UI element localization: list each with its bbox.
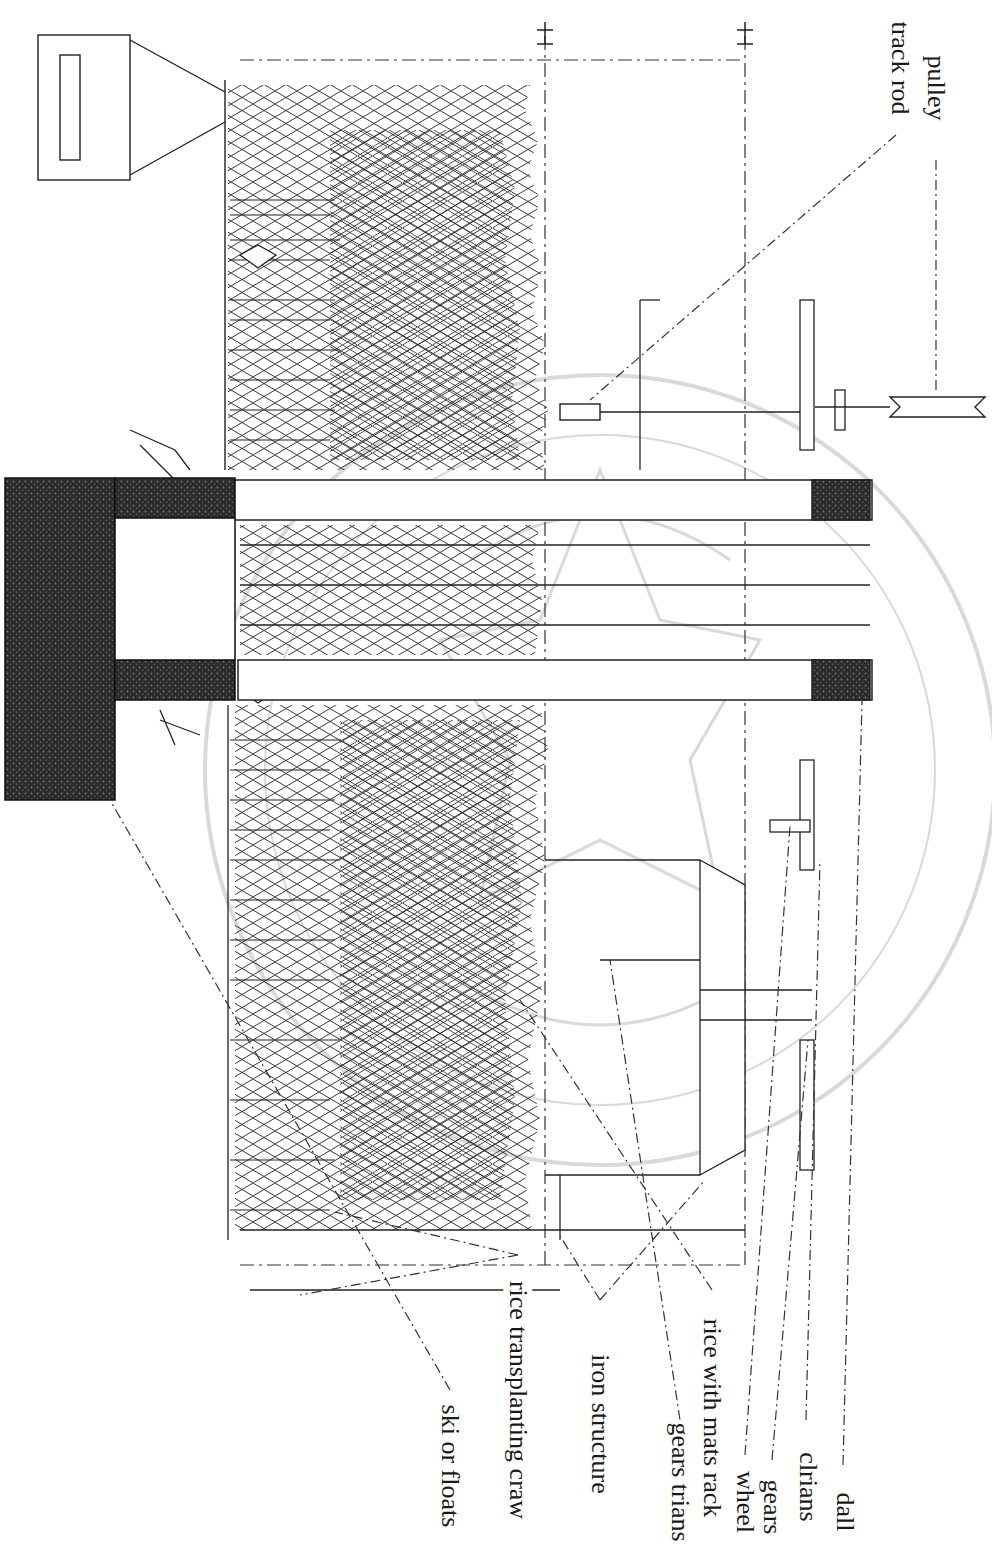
part-label: gears (758, 1477, 787, 1538)
part-label: wheel (731, 1468, 760, 1536)
gear-train (600, 300, 845, 1170)
part-label: pulley (922, 53, 951, 124)
main-beams (232, 480, 872, 700)
float-skid (5, 478, 235, 800)
part-label: rice transplanting craw (504, 1278, 533, 1522)
iron-structure (228, 705, 745, 1290)
end-marks (537, 22, 753, 44)
part-label: rice with mats rack (698, 1316, 727, 1521)
part-label: clrians (794, 1449, 823, 1524)
part-label: dall (831, 1490, 860, 1535)
transplanting-claws (230, 200, 340, 1210)
part-label: ski or floats (436, 1402, 465, 1531)
seedling-mesh (340, 720, 522, 1200)
part-label: iron structure (586, 1351, 615, 1496)
seedling-mesh (235, 705, 548, 1230)
pulley-symbol (560, 397, 985, 420)
part-label: track rod (886, 18, 915, 117)
leader-lines (110, 135, 936, 1465)
engine-box (38, 35, 225, 470)
part-label: gears trians (666, 1419, 695, 1544)
seedling-mesh (228, 85, 548, 470)
seedling-mesh (330, 130, 520, 460)
